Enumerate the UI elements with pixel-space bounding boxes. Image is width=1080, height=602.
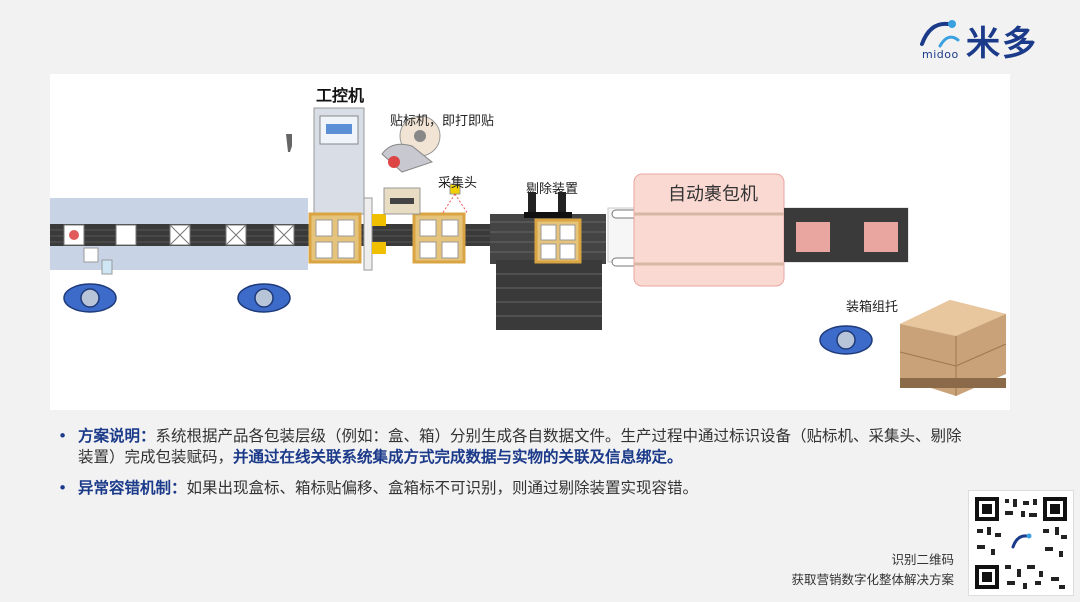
qr-code-icon: [969, 491, 1073, 595]
bullet-fault-tolerance: • 异常容错机制：如果出现盒标、箱标贴偏移、盒箱标不可识别，则通过剔除装置实现容…: [54, 478, 974, 499]
bullet-solution: • 方案说明：系统根据产品各包装层级（例如：盒、箱）分别生成各自数据文件。生产过…: [54, 426, 974, 468]
labeling-machine: [382, 116, 440, 214]
brand-logo: midoo 米多: [918, 14, 1053, 62]
scanner-icon: [286, 134, 292, 152]
label-labeler: 贴标机，即打即贴: [390, 110, 494, 129]
label-wrapper: 自动裹包机: [668, 180, 758, 206]
qr-caption-line2: 获取营销数字化整体解决方案: [791, 569, 954, 588]
production-line-illustration: [50, 74, 1010, 410]
logo-text-cn: 米多: [966, 16, 1038, 65]
description-bullets: • 方案说明：系统根据产品各包装层级（例如：盒、箱）分别生成各自数据文件。生产过…: [54, 426, 974, 509]
logo-text-en: midoo: [922, 48, 959, 61]
label-palletizing: 装箱组托: [846, 296, 898, 315]
bullet-title: 方案说明：: [78, 427, 156, 445]
bullet-text-emphasis: 并通过在线关联系统集成方式完成数据与实物的关联及信息绑定。: [233, 448, 683, 466]
label-collector: 采集头: [438, 172, 477, 191]
bullet-dot: •: [58, 426, 67, 447]
bullet-dot: •: [58, 478, 67, 499]
midoo-logo-icon: [918, 16, 964, 52]
qr-code[interactable]: [968, 490, 1074, 596]
reject-lane: [496, 260, 602, 330]
workers: [64, 284, 872, 354]
label-ipc: 工控机: [316, 82, 364, 106]
bullet-text: 如果出现盒标、箱标贴偏移、盒箱标不可识别，则通过剔除装置实现容错。: [187, 479, 699, 497]
production-line-diagram: 工控机 贴标机，即打即贴 采集头 剔除装置 自动裹包机 装箱组托: [50, 74, 1010, 410]
bullet-title: 异常容错机制：: [78, 479, 187, 497]
qr-caption-line1: 识别二维码: [891, 549, 954, 568]
label-rejector: 剔除装置: [526, 178, 578, 197]
palletized-cartons: [900, 300, 1006, 396]
